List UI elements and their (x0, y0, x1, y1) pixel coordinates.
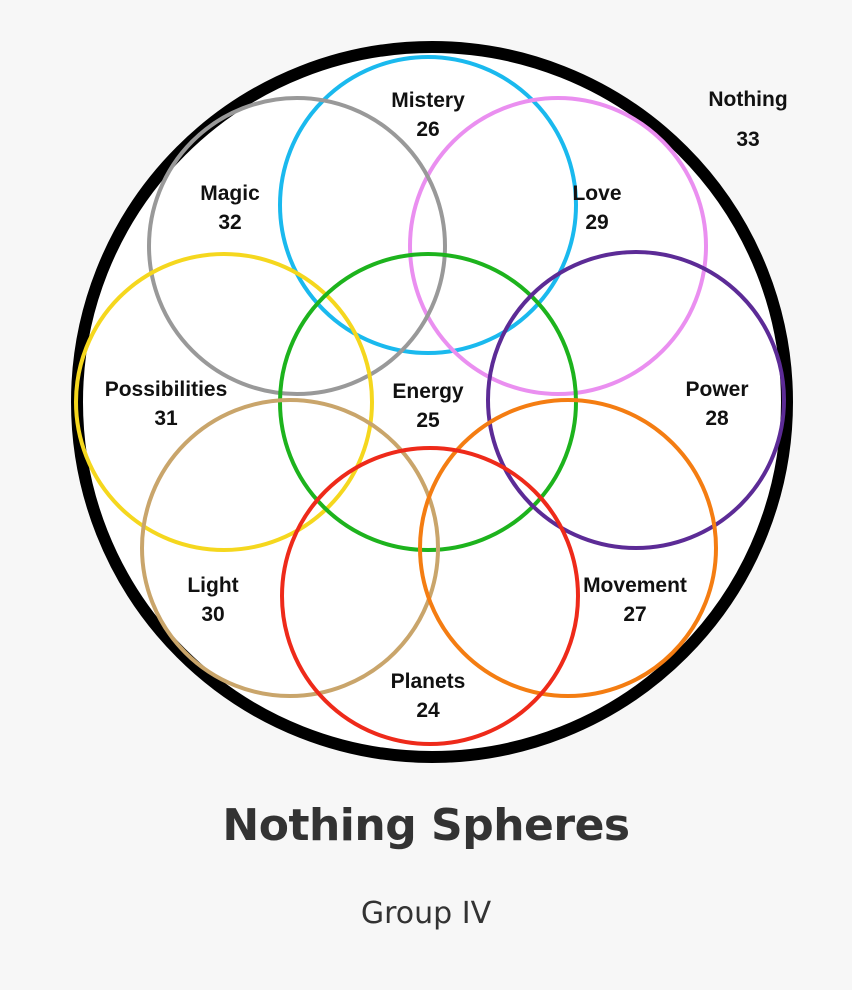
power-label: Power 28 (685, 378, 748, 430)
power-circle (486, 250, 786, 550)
light-name: Light (187, 574, 238, 597)
magic-circle (147, 96, 447, 396)
light-label: Light 30 (187, 574, 238, 626)
magic-name: Magic (200, 182, 260, 205)
love-name: Love (572, 182, 621, 205)
energy-number: 25 (416, 409, 440, 432)
planets-name: Planets (391, 670, 466, 693)
movement-label: Movement 27 (583, 574, 687, 626)
page-title: Nothing Spheres (222, 800, 630, 851)
love-label: Love 29 (572, 182, 621, 234)
nothing-label: Nothing 33 (708, 88, 787, 151)
magic-label: Magic 32 (200, 182, 260, 234)
power-number: 28 (705, 407, 729, 430)
power-name: Power (685, 378, 748, 401)
light-circle (140, 398, 440, 698)
mistery-number: 26 (416, 118, 439, 141)
possibilities-number: 31 (154, 407, 178, 430)
possibilities-name: Possibilities (105, 378, 228, 401)
mistery-name: Mistery (391, 89, 465, 112)
possibilities-label: Possibilities 31 (105, 378, 228, 430)
movement-name: Movement (583, 574, 687, 597)
energy-label: Energy 25 (392, 380, 464, 432)
mistery-circle (278, 55, 578, 355)
planets-number: 24 (416, 699, 440, 722)
mistery-label: Mistery 26 (391, 89, 465, 141)
movement-number: 27 (623, 603, 646, 626)
nothing-number: 33 (736, 128, 759, 151)
page-subtitle: Group IV (360, 896, 492, 931)
magic-number: 32 (218, 211, 241, 234)
nothing-name: Nothing (708, 88, 787, 111)
light-number: 30 (201, 603, 224, 626)
movement-circle (418, 398, 718, 698)
planets-circle (280, 446, 580, 746)
love-circle (408, 96, 708, 396)
energy-name: Energy (392, 380, 464, 403)
planets-label: Planets 24 (391, 670, 466, 722)
love-number: 29 (585, 211, 608, 234)
possibilities-circle (74, 252, 374, 552)
